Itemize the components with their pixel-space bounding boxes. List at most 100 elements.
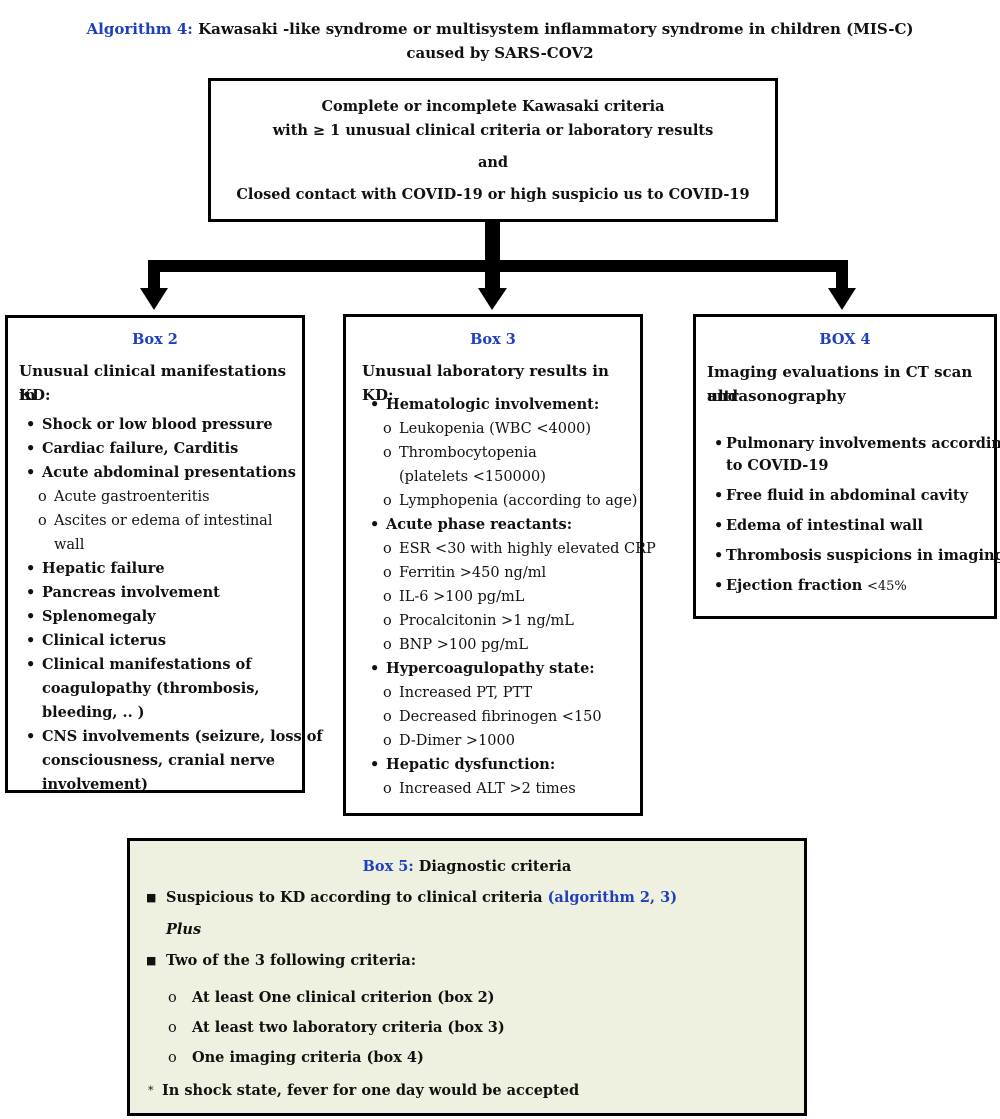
box4-item: •Ejection fraction <45%: [714, 574, 907, 599]
entry-criteria-box: Complete or incomplete Kawasaki criteria…: [208, 78, 778, 222]
box2-heading: Box 2: [132, 331, 178, 348]
bullet-marker: •: [26, 728, 36, 745]
bullet-marker: •: [26, 608, 36, 625]
bullet-marker: •: [26, 656, 36, 673]
bullet-marker: •: [370, 516, 380, 533]
circle-marker: o: [383, 637, 392, 653]
box3-item: •Hepatic dysfunction:: [370, 753, 555, 777]
entry-line-and: and: [477, 154, 509, 171]
circle-marker: o: [38, 489, 47, 505]
box4-subtitle-2: ultrasonography: [707, 387, 846, 405]
asterisk-marker: *: [148, 1084, 154, 1097]
box2-item: •Hepatic failure: [26, 557, 165, 581]
box3-subtitle: Unusual laboratory results in KD:: [362, 362, 609, 404]
circle-marker: o: [383, 613, 392, 629]
square-marker: ■: [146, 891, 157, 904]
bullet-marker: •: [370, 756, 380, 773]
box5-diagnostic: Box 5: Diagnostic criteria ■Suspicious t…: [127, 838, 807, 1116]
bullet-marker: •: [714, 547, 724, 564]
entry-line-4: Closed contact with COVID-19 or high sus…: [236, 186, 750, 203]
bullet-marker: •: [714, 487, 724, 504]
title-line-2: caused by SARS-COV2: [406, 44, 594, 62]
box2-clinical: Box 2 Unusual clinical manifestations in…: [5, 315, 323, 793]
bullet-marker: •: [26, 632, 36, 649]
arrow-to-box2: [140, 288, 168, 310]
algorithm-label: Algorithm 4:: [86, 20, 193, 38]
entry-line-1: Complete or incomplete Kawasaki criteria: [321, 98, 665, 115]
box3-subitem-cont: (platelets <150000): [399, 469, 546, 485]
stem-left: [148, 260, 160, 290]
bullet-marker: •: [714, 435, 724, 452]
connector-arrows: [140, 222, 856, 310]
stem-middle: [485, 262, 500, 290]
box2-item: •Cardiac failure, Carditis: [26, 437, 238, 461]
square-marker: ■: [146, 954, 157, 967]
box2-item: •Clinical icterus: [26, 629, 166, 653]
circle-marker: o: [383, 565, 392, 581]
box5-heading-text: Diagnostic criteria: [413, 858, 572, 875]
box5-label: Box 5:: [362, 858, 414, 875]
box4-item: •Edema of intestinal wall: [714, 514, 923, 538]
circle-marker: o: [383, 589, 392, 605]
box5-note: *In shock state, fever for one day would…: [148, 1079, 579, 1103]
box2-item-cont: coagulopathy (thrombosis,: [42, 680, 260, 697]
bullet-marker: •: [26, 560, 36, 577]
bullet-marker: •: [370, 660, 380, 677]
box2-item: •Shock or low blood pressure: [26, 413, 273, 437]
bullet-marker: •: [26, 584, 36, 601]
box3-heading: Box 3: [470, 331, 516, 348]
circle-marker: o: [383, 709, 392, 725]
box5-item: ■Suspicious to KD according to clinical …: [146, 886, 677, 910]
bullet-marker: •: [26, 440, 36, 457]
arrow-to-box3: [478, 288, 507, 310]
circle-marker: o: [383, 781, 392, 797]
circle-marker: o: [383, 493, 392, 509]
box2-item-cont: consciousness, cranial nerve: [42, 752, 276, 769]
diagram-title: Algorithm 4: Kawasaki -like syndrome or …: [0, 18, 1000, 41]
box4-item: •Pulmonary involvements according: [714, 432, 1000, 456]
box5-item: ■Two of the 3 following criteria:: [146, 949, 416, 973]
box3-item: •Hypercoagulopathy state:: [370, 657, 595, 681]
circle-marker: o: [168, 990, 177, 1006]
circle-marker: o: [383, 421, 392, 437]
box3-laboratory: Box 3 Unusual laboratory results in KD: …: [343, 314, 656, 816]
circle-marker: o: [168, 1050, 177, 1066]
box2-item-cont: bleeding, .. ): [42, 704, 145, 721]
box2-item: •CNS involvements (seizure, loss of: [26, 725, 323, 749]
bullet-marker: •: [26, 464, 36, 481]
title-line-1: Kawasaki -like syndrome or multisystem i…: [192, 20, 914, 38]
box2-item: •Acute abdominal presentations: [26, 461, 296, 485]
circle-marker: o: [383, 445, 392, 461]
arrow-to-box4: [828, 288, 856, 310]
algorithm-reference: (algorithm 2, 3): [547, 889, 678, 906]
bullet-marker: •: [26, 416, 36, 433]
box3-item: •Hematologic involvement:: [370, 393, 599, 417]
bullet-marker: •: [370, 396, 380, 413]
box4-imaging: BOX 4 Imaging evaluations in CT scan and…: [693, 314, 1000, 619]
box2-subitem-cont: wall: [54, 537, 85, 553]
box4-subtitle-1: Imaging evaluations in CT scan and: [707, 363, 973, 405]
bullet-marker: •: [714, 517, 724, 534]
box4-item: •Free fluid in abdominal cavity: [714, 484, 968, 508]
entry-line-2: with ≥ 1 unusual clinical criteria or la…: [272, 122, 714, 139]
circle-marker: o: [38, 513, 47, 529]
circle-marker: o: [383, 541, 392, 557]
box2-item: •Splenomegaly: [26, 605, 156, 629]
box2-item: •Pancreas involvement: [26, 581, 220, 605]
box2-item: •Clinical manifestations of: [26, 653, 251, 677]
box3-item: •Acute phase reactants:: [370, 513, 572, 537]
box5-heading: Box 5: Diagnostic criteria: [130, 858, 804, 875]
